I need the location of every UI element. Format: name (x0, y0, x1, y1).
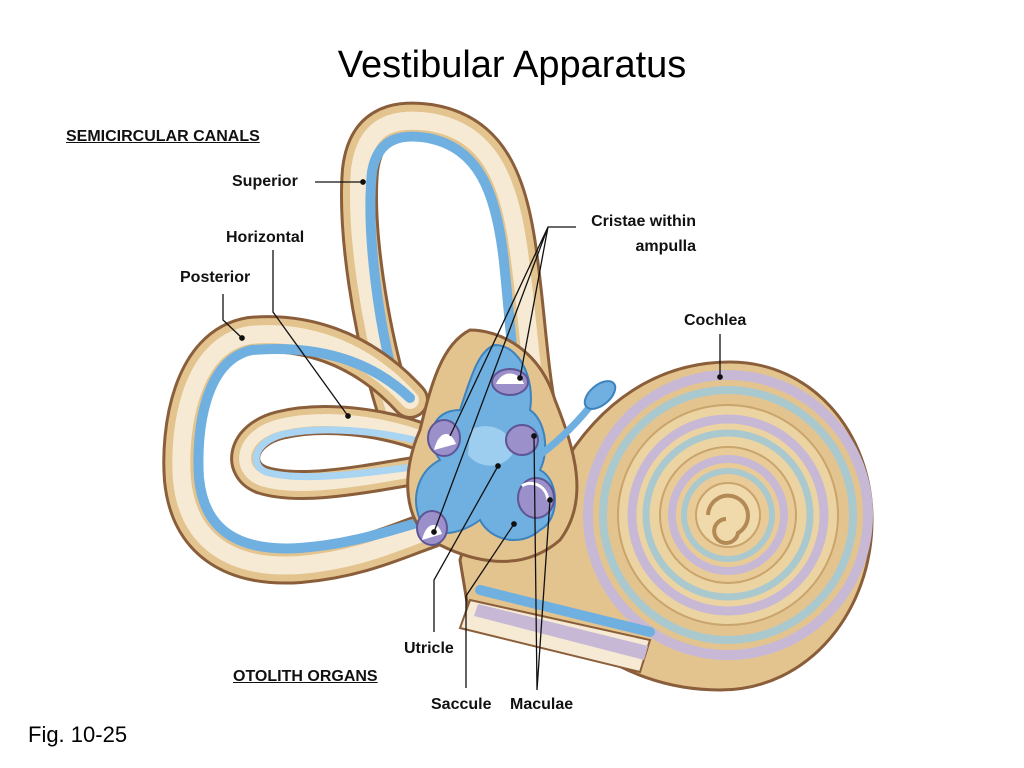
crista-bottom (416, 510, 448, 546)
macula-saccule (517, 477, 555, 519)
label-superior: Superior (232, 173, 298, 190)
leader-horizontal (272, 250, 349, 417)
leader-lines (222, 179, 723, 691)
label-maculae: Maculae (510, 696, 574, 713)
leader-maculae (533, 435, 551, 691)
superior-canal-duct (365, 131, 525, 415)
label-posterior: Posterior (180, 269, 251, 286)
posterior-canal-duct (193, 343, 433, 554)
figure-reference: Fig. 10-25 (28, 722, 128, 747)
horizontal-canal-duct (252, 426, 434, 481)
crista-left (427, 419, 461, 457)
section-otolith-organs: OTOLITH ORGANS (233, 668, 378, 685)
label-cochlea: Cochlea (684, 312, 747, 329)
endolymphatic-sac (583, 380, 617, 410)
leader-saccule (465, 523, 515, 688)
semicircular-canals-illustration (162, 101, 559, 585)
label-horizontal: Horizontal (226, 229, 305, 246)
label-ampulla: ampulla (635, 238, 696, 255)
label-utricle: Utricle (404, 640, 454, 657)
crista-top (491, 368, 529, 396)
label-cristae-within: Cristae within (591, 213, 696, 230)
leader-utricle (433, 465, 499, 632)
slide-title: Vestibular Apparatus (337, 44, 687, 86)
label-saccule: Saccule (431, 696, 492, 713)
macula-utricle (505, 424, 539, 456)
leader-cristae (433, 226, 576, 533)
cochlea-illustration (458, 360, 874, 692)
leader-posterior (222, 294, 243, 339)
section-semicircular-canals: SEMICIRCULAR CANALS (66, 128, 260, 145)
